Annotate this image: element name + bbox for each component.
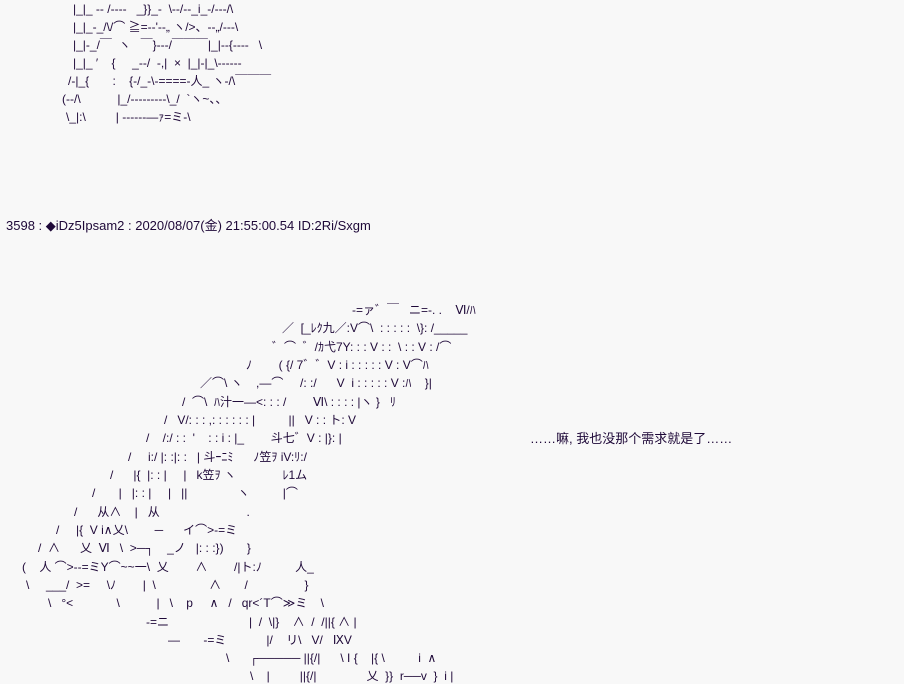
art-line: \ ┌───── ||{/| \ I { |{ \ i ∧ (226, 651, 437, 665)
art-line: / |{ V i∧乂\ ─ イ⌒>-=ミ (56, 523, 238, 537)
art-line: \ ___/ >= \ﾉ | \ ∧ / } (26, 578, 309, 592)
art-line: /-|_{ : {-/_-\-====-人_ ヽ-/\￣￣￣ (68, 74, 272, 88)
art-line: \ | ||{/| 乂 }} r──v } i | (250, 669, 454, 683)
art-line: ゛⌒ ゛/ｶ弋7Y: : : V : : \ : : V : /⌒ (272, 340, 452, 354)
art-line: / ∧ 乂 Ⅵ \ >─┐ _ノ |: : :}) } (38, 541, 251, 555)
art-line: — -=ミ |/ リ\ V/ ⅨV (168, 633, 352, 647)
art-line: |_|_ ′ { _--/ -,| × |_|-|_\------ (73, 56, 242, 70)
art-line: / 从∧ | 从 . (74, 505, 250, 519)
art-line: / V/: : : ,: : : : : : | || V : : ト: V (164, 413, 357, 427)
art-line: -=ニ | / \|} ∧ / /||{ ∧ | (146, 615, 357, 629)
art-line: |_|_-_/\/⌒ ≧=--'--„ ヽ/>、--„/---\ (73, 20, 239, 34)
post-header: 3598 : ◆iDz5Ipsam2 : 2020/08/07(金) 21:55… (6, 218, 371, 233)
art-line: \_|:\ | ------—ｧ=ミ-\ (66, 110, 191, 124)
art-line: ( 人 ⌒>--=ミY⌒~~一\ 乂 ∧ /|ト:ﾉ 人_ (22, 560, 314, 574)
art-line: ﾉ ( {/ 7゛゛V : i : : : : : V : V⌒ﾊ (246, 358, 429, 372)
art-line: ／⌒\ ヽ ,—⌒ /: :/ V i : : : : : V :ﾊ }| (200, 376, 432, 390)
art-line: |_|-_/￣ ヽ ￣}---/￣￣￣|_|--{---- \ (73, 38, 263, 52)
art-line: / i:/ |: :|: : | 斗ｰﾆﾐ ﾉ笠ｦ iV:ﾘ:/ (128, 450, 307, 464)
art-line: -=ァ゛￣ ニ=-. . Ⅵ/ﾊ (352, 303, 476, 317)
art-line: / |{ |: : | | k笠ｦ ヽ ﾚ1ム (110, 468, 308, 482)
dialogue-text: ……嘛, 我也没那个需求就是了…… (530, 431, 733, 446)
art-line: \ °< \ | \ p ∧ / qr<´T⌒≫ミ \ (48, 596, 324, 610)
art-line: |_|_ -- /---- _}}_- \--/--_i_-/---/\ (73, 2, 234, 16)
art-line: (--/\ |_/---------\_/ `ヽ~、、 (62, 92, 228, 106)
art-line: / | |: : | | || ヽ |⌒ (92, 486, 298, 500)
art-line: / ⌒\ ﾊ汁一—<: : : / Ⅵ\ : : : : |ヽ } ﾘ (182, 395, 396, 409)
art-line: / /:/ : : ' : : i : |_ 斗七゛V : |}: | (146, 431, 342, 445)
art-line: ／ [_ﾚｸ九／:V⌒\ : : : : : \}: /_____ (282, 321, 468, 335)
